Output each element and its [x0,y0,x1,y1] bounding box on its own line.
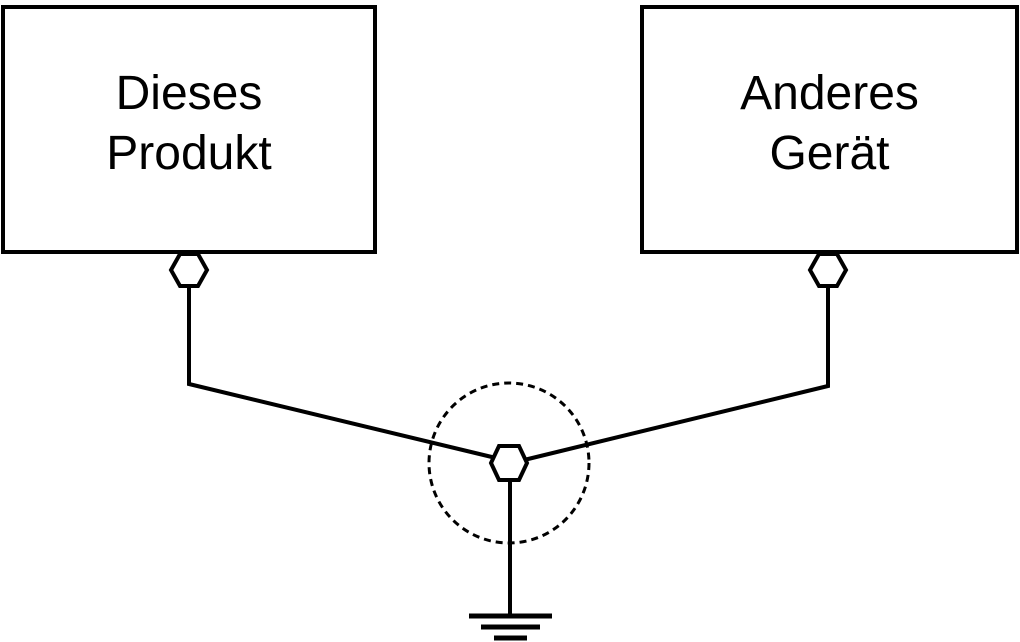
other-device-label-line1: Anderes [740,67,919,120]
this-product-label: Dieses Produkt [3,64,375,184]
ground-terminal-icon [168,252,210,288]
ground-terminal-icon [807,252,849,288]
left-ground-wire [187,286,497,460]
right-ground-wire [523,286,830,462]
this-product-label-line1: Dieses [115,67,263,120]
other-device-label-line2: Gerät [769,127,890,180]
bonding-zone-dashed-circle [427,381,591,545]
equipotential-bonding-point-icon [488,444,530,482]
ground-symbol-icon [469,613,552,641]
this-product-label-line2: Produkt [106,127,272,180]
other-device-label: Anderes Gerät [642,64,1017,184]
